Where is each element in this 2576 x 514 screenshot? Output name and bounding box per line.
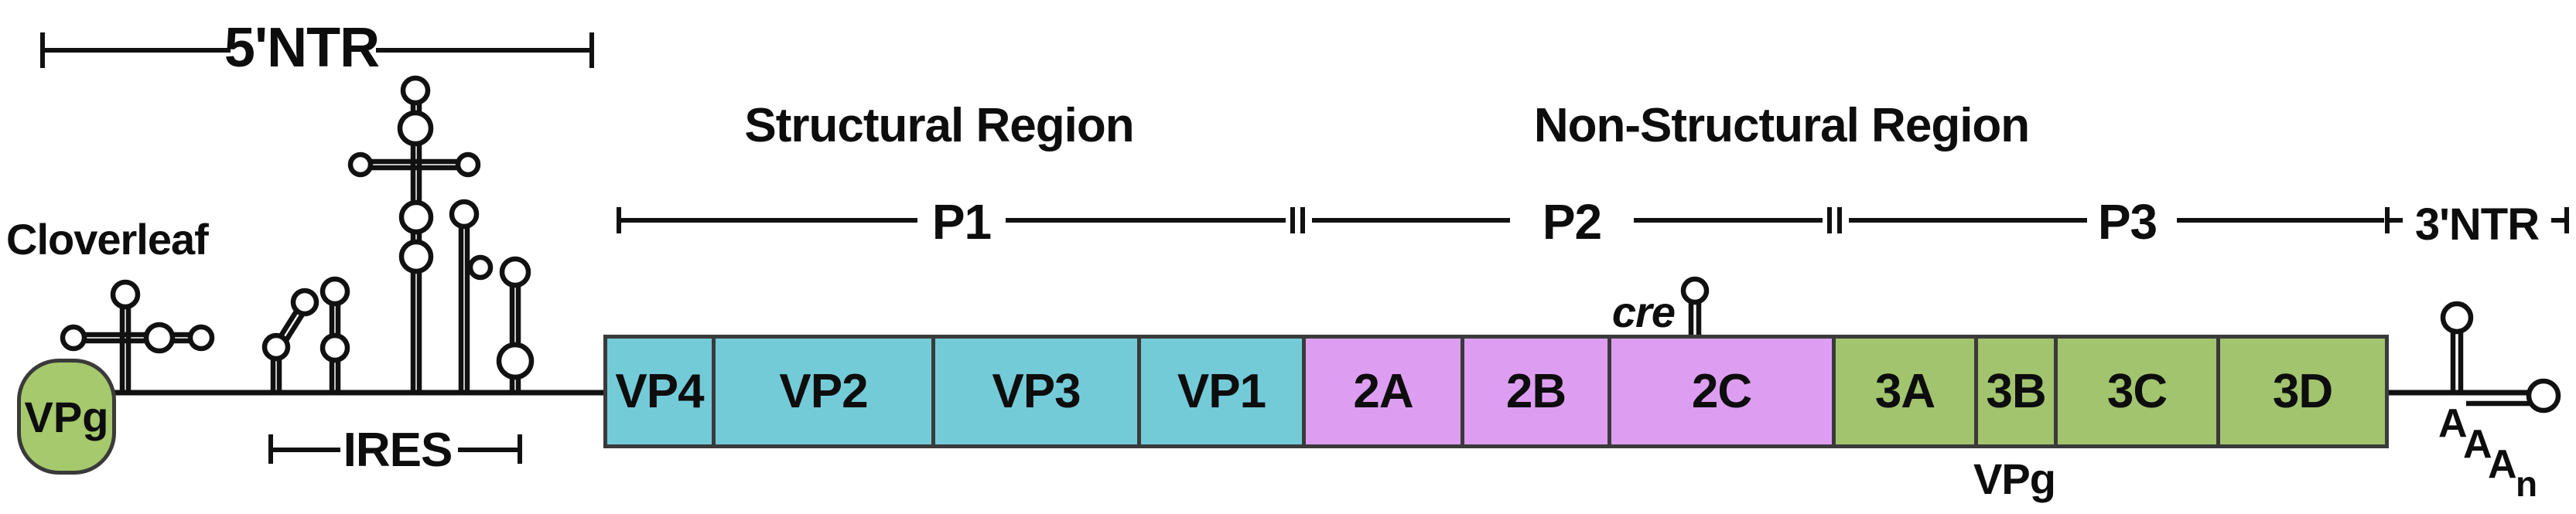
- segment-2c: 2C: [1607, 335, 1836, 448]
- ires-label: IRES: [343, 424, 453, 477]
- vpg-protein-label: VPg: [24, 392, 109, 441]
- segment-vp2: VP2: [712, 335, 935, 448]
- poly-a-letter-2: A: [2463, 422, 2492, 467]
- segment-2a: 2A: [1302, 335, 1464, 448]
- five-prime-ntr-label: 5'NTR: [224, 17, 380, 79]
- p1-label: P1: [931, 194, 992, 250]
- p2-label: P2: [1542, 194, 1602, 250]
- segment-label: VP4: [615, 365, 704, 418]
- segment-2b: 2B: [1461, 335, 1611, 448]
- cre-hairpin-icon: [1680, 276, 1710, 337]
- vpg-3b-label: VPg: [1973, 454, 2056, 503]
- poly-a-subscript-n: n: [2516, 464, 2537, 504]
- segment-3c: 3C: [2054, 335, 2220, 448]
- poly-a-letter-3: A: [2488, 442, 2517, 487]
- p1-bracket: [617, 207, 1305, 233]
- segment-3d: 3D: [2216, 335, 2389, 448]
- segment-label: 3D: [2272, 365, 2333, 418]
- cre-label: cre: [1611, 288, 1676, 336]
- cloverleaf-label: Cloverleaf: [6, 215, 209, 264]
- segment-3b: 3B: [1974, 335, 2058, 448]
- ires-bracket: [268, 434, 522, 464]
- segment-vp1: VP1: [1137, 335, 1306, 448]
- p3-label: P3: [2097, 194, 2157, 250]
- segment-label: VP3: [992, 365, 1081, 418]
- vpg-protein-blob: VPg: [17, 359, 116, 475]
- p2-bracket: [1312, 207, 1842, 233]
- ires-stemloops-icon: [261, 75, 535, 393]
- cloverleaf-structure-icon: [60, 279, 215, 393]
- segment-vp3: VP3: [931, 335, 1141, 448]
- segment-label: 2C: [1691, 365, 1752, 418]
- poly-a-tail-loop-icon: [2466, 378, 2561, 414]
- three-prime-ntr-bracket: [2387, 207, 2569, 233]
- structural-region-label: Structural Region: [744, 99, 1134, 152]
- segment-3a: 3A: [1832, 335, 1978, 448]
- non-structural-region-label: Non-Structural Region: [1533, 99, 2030, 152]
- poly-a-letter-1: A: [2438, 401, 2468, 446]
- segment-vp4: VP4: [603, 335, 716, 448]
- three-prime-hairpin-icon: [2440, 301, 2474, 393]
- segment-label: 2B: [1505, 365, 1566, 418]
- segment-label: 3A: [1874, 365, 1935, 418]
- segment-label: VP1: [1177, 365, 1266, 418]
- segment-label: 2A: [1353, 365, 1413, 418]
- segment-label: 3C: [2106, 365, 2168, 418]
- three-prime-ntr-label: 3'NTR: [2414, 199, 2540, 250]
- segment-label: 3B: [1986, 365, 2046, 418]
- segment-label: VP2: [779, 365, 868, 418]
- five-prime-ntr-bracket: [40, 32, 594, 68]
